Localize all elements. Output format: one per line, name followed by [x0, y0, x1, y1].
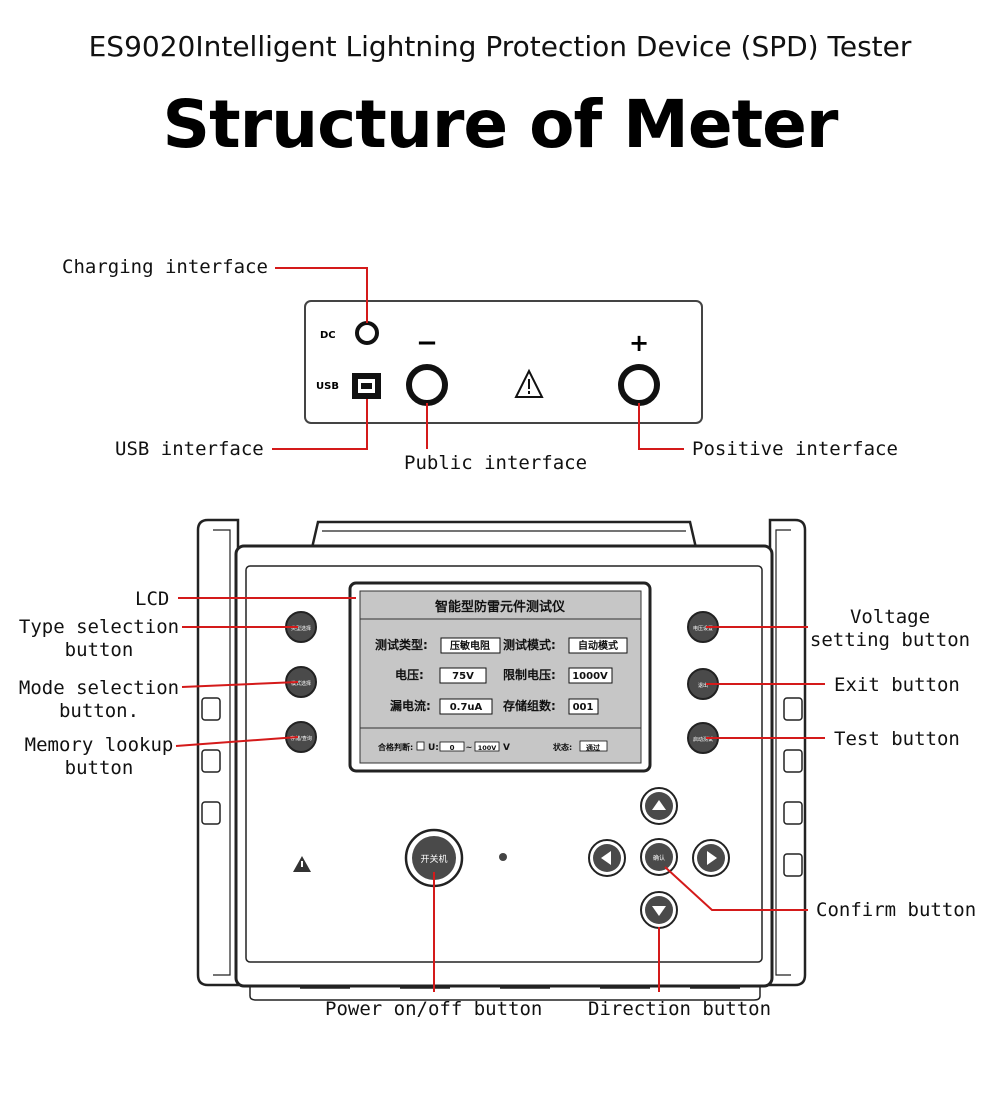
lcd-leak-value: 0.7uA [450, 702, 483, 713]
indicator-light [499, 853, 507, 861]
lcd-status-value: 通过 [586, 743, 600, 752]
callout-lines [175, 597, 825, 992]
lcd-type-label: 测试类型: [375, 637, 428, 652]
right-button[interactable] [692, 839, 730, 877]
svg-text:存储/查询: 存储/查询 [290, 735, 312, 742]
down-button[interactable] [640, 891, 678, 929]
arrow-left-icon [601, 851, 611, 865]
label-public-interface: Public interface [404, 452, 588, 474]
label-confirm-button: Confirm button [816, 899, 977, 921]
svg-text:退出: 退出 [698, 682, 708, 689]
lcd-limit-value: 1000V [572, 671, 608, 682]
label-voltage-setting-2: setting button [809, 629, 971, 651]
lcd-screen: 智能型防雷元件测试仪 测试类型: 压敏电阻 测试模式: 自动模式 电压: 75V… [348, 581, 652, 773]
lcd-leak-label: 漏电流: [390, 698, 431, 713]
label-direction-button: Direction button [588, 998, 772, 1020]
label-power-button: Power on/off button [325, 998, 543, 1020]
lcd-limit-label: 限制电压: [503, 667, 556, 682]
label-mode-selection-1: Mode selection [18, 677, 180, 699]
body-warning-icon [293, 856, 311, 872]
public-port [406, 364, 448, 406]
lcd-u-low: 0 [450, 744, 455, 752]
label-lcd: LCD [135, 588, 170, 610]
test-button[interactable]: 启动测试 [687, 722, 719, 754]
lcd-u-label: U: [428, 743, 439, 753]
label-mode-selection-2: button. [58, 700, 140, 722]
lcd-groups-label: 存储组数: [502, 698, 556, 713]
lcd-voltage-value: 75V [452, 671, 474, 682]
svg-text:启动测试: 启动测试 [693, 736, 713, 743]
lcd-u-high: 100V [478, 744, 497, 752]
left-button[interactable] [588, 839, 626, 877]
label-positive-interface: Positive interface [692, 438, 898, 460]
lcd-title: 智能型防雷元件测试仪 [435, 599, 566, 615]
plus-mark: + [629, 329, 649, 357]
lcd-groups-value: 001 [573, 702, 594, 713]
arrow-down-icon [652, 906, 666, 916]
interface-panel: DC USB − + [304, 300, 703, 424]
positive-port [618, 364, 660, 406]
page-title: Structure of Meter [162, 86, 839, 163]
svg-text:电压设置: 电压设置 [693, 625, 713, 632]
arrow-up-icon [652, 800, 666, 810]
label-test-button: Test button [834, 728, 960, 750]
lcd-u-sep: ~ [466, 743, 473, 752]
confirm-button[interactable]: 确认 [640, 838, 678, 876]
label-exit-button: Exit button [834, 674, 960, 696]
lcd-mode-label: 测试模式: [503, 637, 556, 652]
label-usb-interface: USB interface [115, 438, 264, 460]
up-button[interactable] [640, 787, 678, 825]
label-memory-lookup-2: button [64, 757, 134, 779]
subtitle: ES9020Intelligent Lightning Protection D… [88, 30, 912, 63]
label-type-selection-2: button [64, 639, 134, 661]
lcd-mode-value: 自动模式 [578, 639, 618, 652]
svg-text:类型选择: 类型选择 [291, 625, 311, 632]
label-type-selection-1: Type selection [18, 616, 180, 638]
power-button[interactable]: 开关机 [404, 828, 464, 888]
usb-mark: USB [316, 381, 339, 392]
label-memory-lookup-1: Memory lookup [24, 734, 174, 756]
lcd-status-label: 状态: [553, 742, 572, 752]
dc-mark: DC [320, 330, 336, 341]
lcd-voltage-label: 电压: [395, 667, 424, 682]
label-charging-interface: Charging interface [62, 256, 268, 278]
lcd-judge-label: 合格判断: [377, 742, 413, 752]
warning-icon [514, 368, 544, 398]
svg-text:确认: 确认 [653, 854, 665, 862]
charging-port [355, 321, 379, 345]
arrow-right-icon [707, 851, 717, 865]
svg-text:开关机: 开关机 [420, 853, 447, 865]
lcd-type-value: 压敏电阻 [450, 639, 490, 652]
svg-text:模式选择: 模式选择 [291, 680, 311, 687]
minus-mark: − [416, 328, 438, 358]
label-voltage-setting-1: Voltage [849, 606, 931, 628]
lcd-u-unit: V [503, 743, 510, 753]
